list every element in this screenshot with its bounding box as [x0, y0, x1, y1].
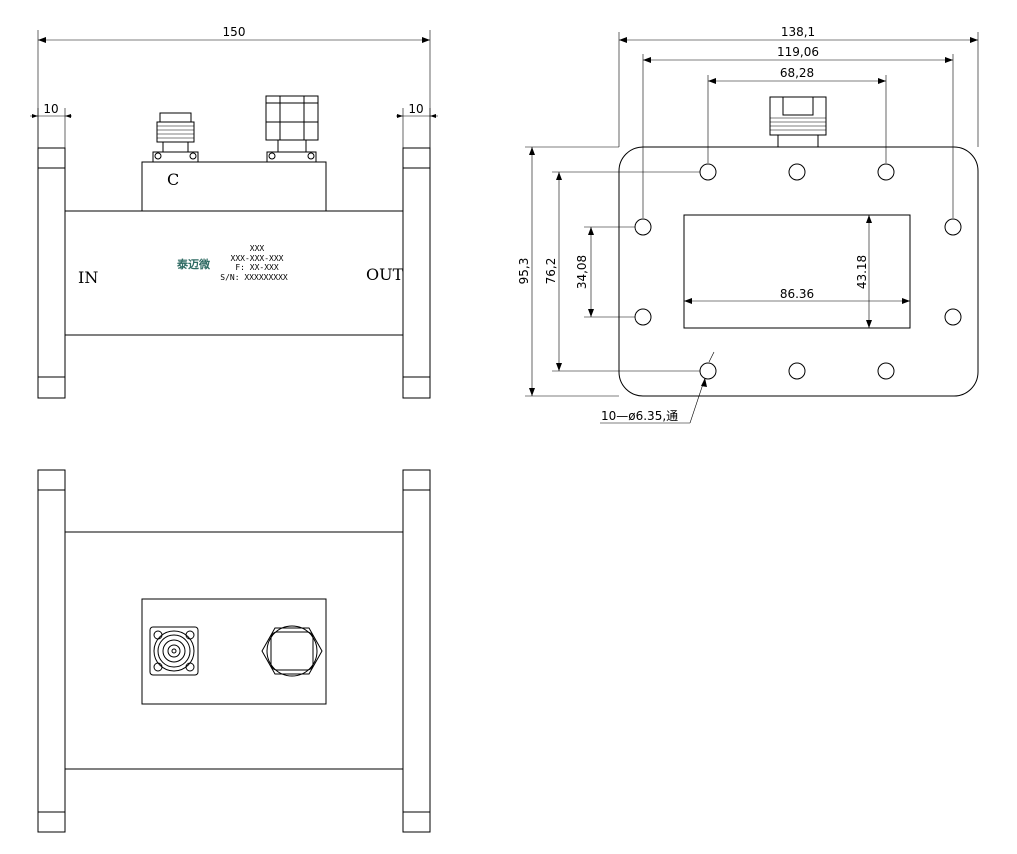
right-flange-top	[402, 469, 431, 833]
dimension-overall-length: 150	[37, 25, 431, 148]
port-coupled-label: C	[167, 170, 179, 189]
coupler-housing	[141, 161, 327, 212]
hole	[944, 218, 962, 236]
aperture-height-label: 43.18	[855, 255, 869, 289]
termination-load-face	[261, 625, 323, 677]
left-flange-top	[37, 469, 66, 833]
dimension-hole-height-outer: 76,2	[544, 171, 700, 372]
hole	[788, 362, 806, 380]
flange-right-label: 10	[408, 102, 423, 116]
coupler-housing-top	[141, 598, 327, 705]
dimension-outer-width: 138,1	[618, 25, 979, 147]
nameplate-line3: F: XX-XXX	[235, 263, 279, 272]
dimension-outer-height: 95,3	[517, 146, 619, 397]
mounting-holes	[634, 163, 962, 380]
dimension-flange-right: 10	[396, 102, 438, 148]
hole	[944, 308, 962, 326]
right-flange	[402, 147, 431, 399]
hole-span-inner-label: 68,28	[780, 66, 814, 80]
dimension-aperture-width: 86.36	[684, 287, 910, 304]
left-flange	[37, 147, 66, 399]
termination-load-side	[265, 95, 319, 163]
outer-width-label: 138,1	[781, 25, 815, 39]
nameplate-line1: XXX	[250, 244, 265, 253]
flange-left-label: 10	[43, 102, 58, 116]
nameplate-line4: S/N: XXXXXXXXX	[220, 273, 288, 282]
hole-height-inner-label: 34,08	[575, 255, 589, 289]
dimension-flange-left: 10	[30, 102, 72, 148]
dimension-hole-span-outer: 119,06	[642, 45, 954, 218]
dimension-aperture-height: 43.18	[855, 215, 872, 328]
hole	[788, 163, 806, 181]
port-in-label: IN	[78, 268, 98, 287]
hole	[877, 163, 895, 181]
dimension-hole-span-inner: 68,28	[707, 66, 887, 163]
nameplate-line2: XXX-XXX-XXX	[231, 254, 284, 263]
hole-span-outer-label: 119,06	[777, 45, 819, 59]
port-out-label: OUT	[366, 265, 404, 284]
n-connector-top	[769, 96, 827, 148]
waveguide-body-top	[64, 531, 404, 770]
nameplate: 泰迈微 XXX XXX-XXX-XXX F: XX-XXX S/N: XXXXX…	[176, 244, 288, 282]
hole-height-outer-label: 76,2	[544, 258, 558, 285]
brand-logo: 泰迈微	[176, 257, 211, 271]
n-connector-face	[149, 626, 199, 676]
waveguide-aperture	[683, 214, 911, 329]
hole-callout: 10—ø6.35,通	[600, 351, 715, 424]
flange-view: 138,1 119,06 68,28 95,3	[517, 25, 979, 424]
outer-height-label: 95,3	[517, 258, 531, 285]
dimension-hole-height-inner: 34,08	[575, 226, 635, 318]
aperture-width-label: 86.36	[780, 287, 814, 301]
top-view	[37, 469, 431, 833]
flange-plate	[618, 146, 979, 397]
hole-callout-label: 10—ø6.35,通	[601, 409, 678, 423]
n-connector-side	[152, 112, 199, 163]
overall-length-label: 150	[223, 25, 246, 39]
side-view: 150 10 10 C IN OUT 泰迈微 XXX XXX-XXX	[30, 25, 438, 399]
hole	[877, 362, 895, 380]
